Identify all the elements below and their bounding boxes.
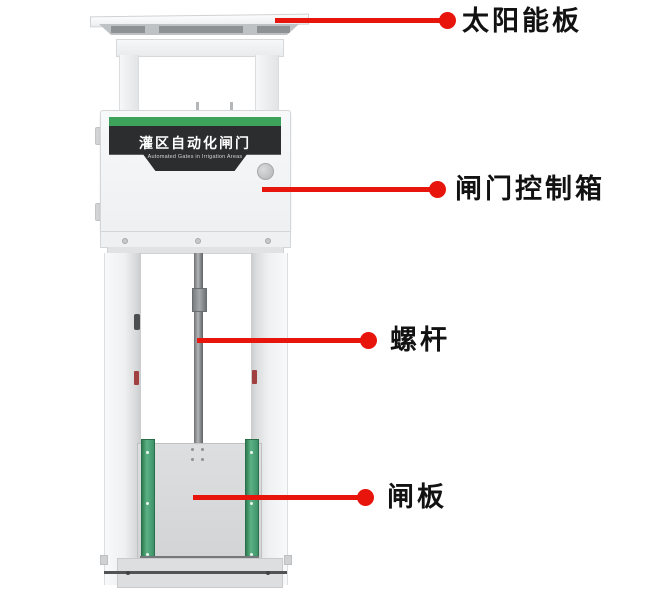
callout-label-control-box: 闸门控制箱 [455, 174, 605, 204]
callout-dot-control-box [429, 181, 446, 198]
antenna-pin [230, 102, 233, 111]
solar-panel-underside [99, 24, 299, 35]
callout-label-screw-rod: 螺杆 [390, 325, 450, 355]
box-title-cn: 灌区自动化闸门 [139, 135, 251, 151]
callout-label-gate-plate: 闸板 [387, 482, 447, 512]
bolt [265, 238, 271, 244]
callout-dot-screw-rod [360, 332, 377, 349]
gate-plate [137, 443, 262, 560]
gate-bolt [191, 448, 194, 451]
gate-seal-strip-right [245, 439, 259, 564]
bolt [122, 238, 128, 244]
callout-line-control-box [262, 187, 431, 192]
solar-cell [257, 26, 290, 33]
gate-bolt [191, 458, 194, 461]
base-bolt [266, 571, 270, 575]
callout-dot-gate-plate [357, 489, 374, 506]
base-bolt [126, 571, 130, 575]
rod-coupler [192, 288, 207, 312]
frame-post-left [104, 253, 141, 585]
callout-line-gate-plate [193, 495, 359, 500]
callout-dot-solar-panel [439, 12, 456, 29]
door-knob [257, 163, 274, 180]
gate-seal-strip-left [141, 439, 155, 564]
solar-mount-leg-right [255, 55, 279, 113]
callout-label-solar-panel: 太阳能板 [462, 6, 582, 36]
post-clip-red [134, 371, 139, 385]
callout-line-screw-rod [197, 338, 362, 343]
gate-bolt [201, 448, 204, 451]
antenna-pin [196, 102, 199, 111]
solar-cell [159, 26, 243, 33]
solar-mount-bar [116, 39, 284, 57]
post-clip-red [252, 370, 257, 384]
bolt [195, 238, 201, 244]
solar-mount-leg-left [119, 55, 139, 113]
base-nub [284, 555, 292, 565]
gate-bolt [201, 458, 204, 461]
screw-rod [194, 253, 203, 447]
solar-cell [111, 26, 145, 33]
box-subtitle-en: Automated Gates in Irrigation Areas [147, 154, 243, 160]
callout-line-solar-panel [275, 18, 441, 23]
brand-stripe [109, 117, 281, 126]
base-nub [100, 555, 108, 565]
post-clip [134, 314, 140, 330]
base-rail [104, 571, 287, 574]
